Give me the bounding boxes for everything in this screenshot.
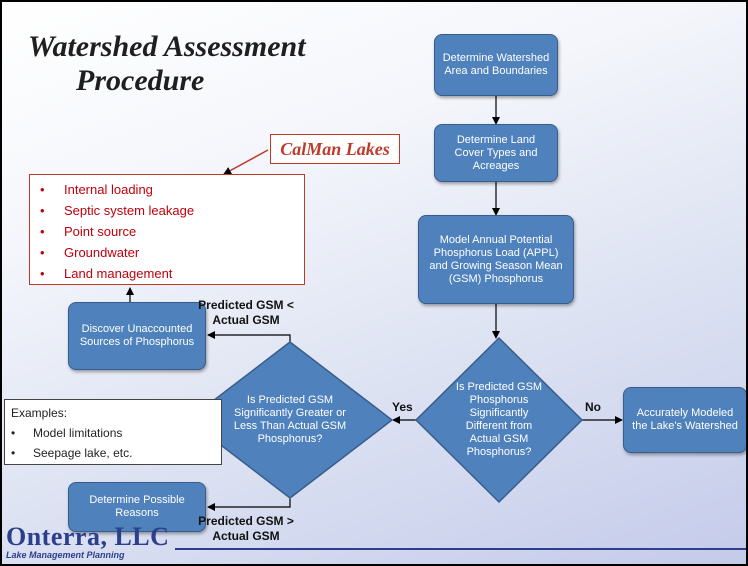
list-item: Point source <box>40 221 304 242</box>
edge-label-greater: Predicted GSM > Actual GSM <box>198 514 294 543</box>
arrow-less <box>207 331 291 342</box>
list-item: Model limitations <box>11 423 215 443</box>
node-reasons: Determine Possible Reasons <box>68 482 206 532</box>
logo-tagline: Lake Management Planning <box>6 550 125 560</box>
arrow-callout <box>223 149 269 175</box>
list-item: Internal loading <box>40 179 304 200</box>
callout-calman-lakes: CalMan Lakes <box>270 134 400 164</box>
list-item: Septic system leakage <box>40 200 304 221</box>
node-accurate: Accurately Modeled the Lake's Watershed <box>623 387 746 453</box>
sources-list: Internal loading Septic system leakage P… <box>29 174 305 285</box>
logo: Onterra, LLC Lake Management Planning <box>6 522 170 561</box>
list-item: Land management <box>40 263 304 284</box>
examples-box: Examples: Model limitations Seepage lake… <box>4 399 222 465</box>
edge-label-no: No <box>585 400 601 414</box>
examples-heading: Examples: <box>11 406 68 420</box>
node-land-cover: Determine Land Cover Types and Acreages <box>434 124 558 182</box>
list-item: Groundwater <box>40 242 304 263</box>
edge-label-yes: Yes <box>392 400 413 414</box>
arrow-greater <box>207 498 291 511</box>
node-discover: Discover Unaccounted Sources of Phosphor… <box>68 302 206 370</box>
decision-greater-text: Is Predicted GSM Significantly Greater o… <box>233 394 347 445</box>
node-model-appl: Model Annual Potential Phosphorus Load (… <box>418 215 574 304</box>
logo-name: Onterra, LLC <box>6 522 170 551</box>
list-item: Seepage lake, etc. <box>11 443 215 463</box>
decision-diamond-greater <box>186 341 394 499</box>
node-determine-area: Determine Watershed Area and Boundaries <box>434 34 558 96</box>
decision-diamond-different <box>414 336 584 504</box>
title-line1: Watershed Assessment <box>28 30 306 63</box>
decision-different-text: Is Predicted GSM Phosphorus Significantl… <box>455 381 543 458</box>
edge-label-less: Predicted GSM < Actual GSM <box>198 298 294 327</box>
title-line2: Procedure <box>76 64 205 97</box>
footer-line <box>175 548 746 550</box>
